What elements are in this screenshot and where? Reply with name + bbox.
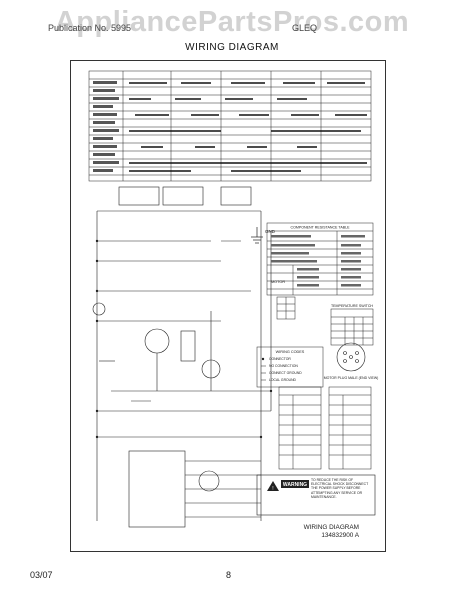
- watermark-text: AppliancePartsPros.com: [54, 6, 410, 38]
- connector-block: [276, 296, 296, 320]
- motor-plug-caption: MOTOR PLUG MALE (END VIEW): [324, 376, 379, 380]
- header-left: Publication No. 5995: [48, 23, 132, 33]
- wiring-diagram: GND COMPONENT RESISTANCE TABLE MOTOR: [70, 60, 386, 552]
- legend-item-local-ground: LOCAL GROUND: [269, 378, 297, 382]
- timer-chart-row-labels: [93, 81, 119, 172]
- svg-text:!: !: [272, 486, 273, 492]
- header-right: GLEQ: [292, 23, 318, 33]
- ground-label: GND: [265, 229, 276, 234]
- temperature-switch-title: TEMPERATURE SWITCH: [331, 304, 373, 308]
- warning-label: ! WARNING TO REDUCE THE RISK OF ELECTRIC…: [256, 474, 376, 516]
- schematic-dots: [95, 239, 273, 439]
- legend-item-connector: CONNECTOR: [269, 357, 291, 361]
- diagram-caption-title: WIRING DIAGRAM: [304, 524, 359, 531]
- footer-page-number: 8: [226, 570, 232, 580]
- timer-chart: [88, 70, 372, 182]
- legend-item-connect-ground: CONNECT GROUND: [269, 371, 302, 375]
- ground-symbol: [251, 227, 263, 244]
- schematic-left: [92, 186, 272, 528]
- resistance-table-cells: [271, 235, 365, 287]
- component-resistance-table: [266, 222, 374, 296]
- page-title: WIRING DIAGRAM: [185, 42, 279, 53]
- timer-connector-tables: [278, 386, 372, 470]
- warning-text: TO REDUCE THE RISK OF ELECTRICAL SHOCK D…: [311, 478, 369, 499]
- timer-chart-bars: [129, 82, 367, 172]
- resistance-table-title: COMPONENT RESISTANCE TABLE: [290, 226, 350, 230]
- motor-label: MOTOR: [271, 280, 285, 284]
- footer-date: 03/07: [30, 570, 53, 580]
- motor-plug-symbol: [336, 342, 366, 372]
- diagram-caption-number: 134832900 A: [321, 532, 359, 539]
- legend-title: WIRING CODES: [276, 350, 305, 354]
- wiring-codes-legend: WIRING CODES CONNECTOR NO CONNECTION CON…: [256, 346, 324, 388]
- legend-item-no-connection: NO CONNECTION: [269, 364, 298, 368]
- temperature-switch-table: [330, 308, 374, 346]
- warning-title: WARNING: [283, 482, 307, 488]
- wiring-diagram-svg: GND COMPONENT RESISTANCE TABLE MOTOR: [88, 70, 379, 539]
